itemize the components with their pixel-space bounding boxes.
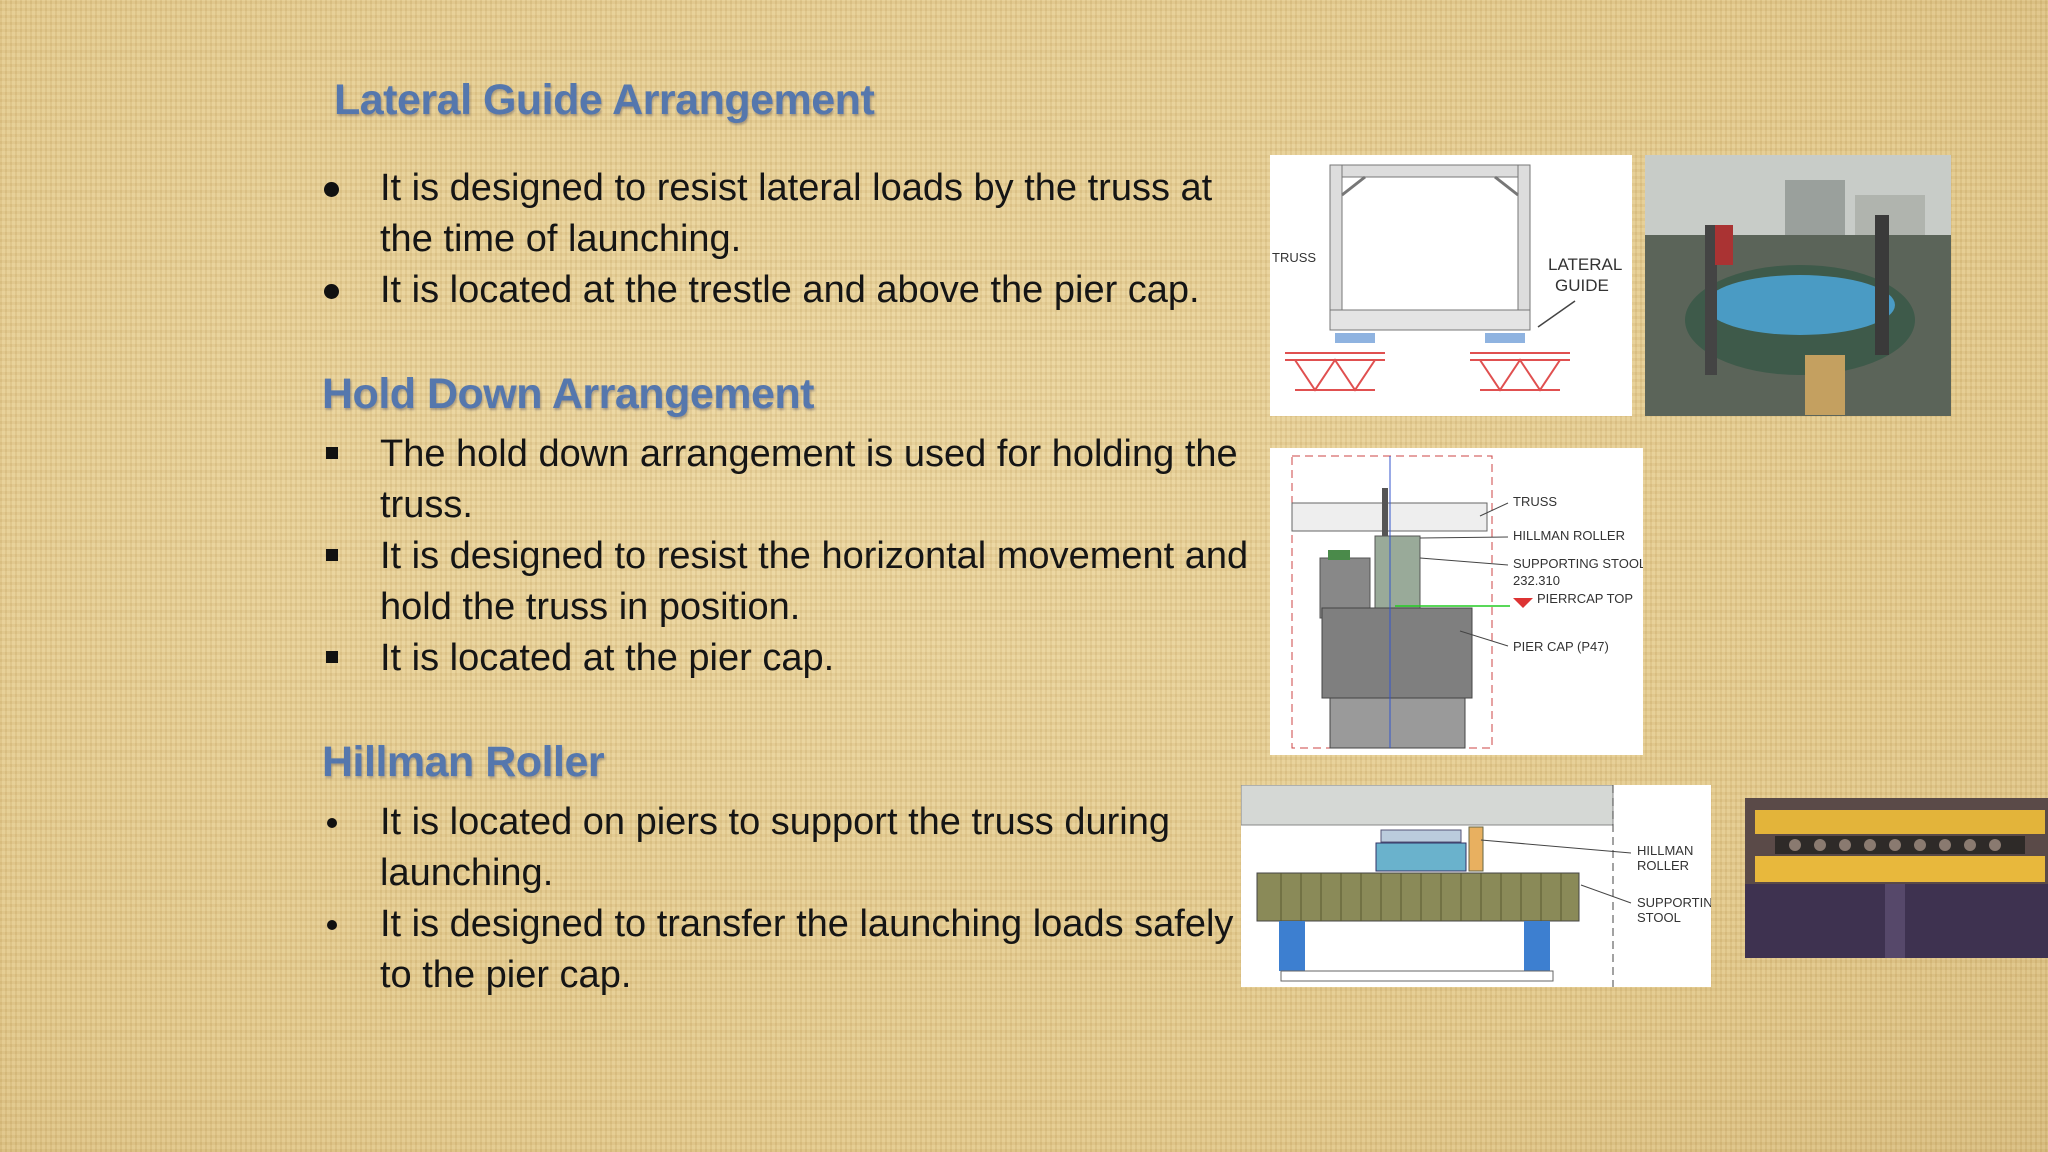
list-item: It is located at the pier cap. xyxy=(322,633,1252,684)
hillman-roller-drawing: HILLMAN ROLLER SUPPORTING STOOL xyxy=(1241,785,1711,987)
hold-down-bullets: The hold down arrangement is used for ho… xyxy=(322,429,1252,684)
list-item: It is designed to resist the horizontal … xyxy=(322,531,1252,633)
truss-label: TRUSS xyxy=(1272,250,1316,265)
hold-down-drawing: TRUSS HILLMAN ROLLER SUPPORTING STOOL 23… xyxy=(1270,448,1643,755)
lateral-guide-bullets: It is designed to resist lateral loads b… xyxy=(322,163,1252,316)
pier-cap-label: PIER CAP (P47) xyxy=(1513,639,1609,654)
roller-label: ROLLER xyxy=(1637,858,1689,873)
supporting-label: SUPPORTING xyxy=(1637,895,1711,910)
lateral-guide-drawing: TRUSS LATERAL GUIDE xyxy=(1270,155,1632,416)
bullet-marker xyxy=(322,429,362,459)
lateral-guide-photo xyxy=(1645,155,1951,416)
level-label: 232.310 xyxy=(1513,573,1560,588)
hillman-roller-photo xyxy=(1745,798,2048,958)
supporting-stool-label: SUPPORTING STOOL xyxy=(1513,556,1643,571)
bullet-marker xyxy=(322,265,362,299)
bullet-marker xyxy=(322,797,362,828)
piercap-top-label: PIERRCAP TOP xyxy=(1537,591,1633,606)
list-item: It is designed to transfer the launching… xyxy=(322,899,1252,1001)
heading-lateral-guide: Lateral Guide Arrangement xyxy=(334,76,875,124)
truss-label: TRUSS xyxy=(1513,494,1557,509)
hillman-label: HILLMAN xyxy=(1637,843,1693,858)
list-item: It is located at the trestle and above t… xyxy=(322,265,1252,316)
bullet-marker xyxy=(322,163,362,197)
lateral-label: LATERAL xyxy=(1548,255,1622,274)
hillman-roller-label: HILLMAN ROLLER xyxy=(1513,528,1625,543)
heading-hillman-roller: Hillman Roller xyxy=(322,738,605,786)
guide-label: GUIDE xyxy=(1555,276,1609,295)
list-item: It is designed to resist lateral loads b… xyxy=(322,163,1252,265)
stool-label: STOOL xyxy=(1637,910,1681,925)
hillman-roller-bullets: It is located on piers to support the tr… xyxy=(322,797,1252,1001)
bullet-marker xyxy=(322,531,362,561)
heading-hold-down: Hold Down Arrangement xyxy=(322,370,814,418)
list-item: It is located on piers to support the tr… xyxy=(322,797,1252,899)
bullet-marker xyxy=(322,899,362,930)
bullet-marker xyxy=(322,633,362,663)
list-item: The hold down arrangement is used for ho… xyxy=(322,429,1252,531)
